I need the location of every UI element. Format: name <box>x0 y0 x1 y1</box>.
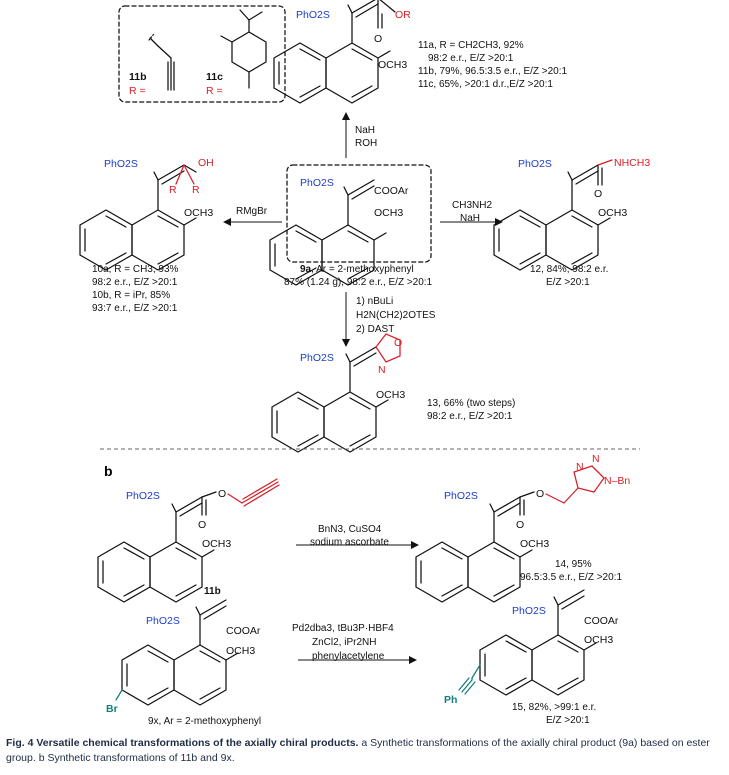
reagent-down-1: 1) nBuLi <box>356 296 393 307</box>
c10-line4: 93:7 e.r., E/Z >20:1 <box>92 303 178 314</box>
label-11c: 11c <box>206 71 223 83</box>
oxygen-label: O <box>374 33 382 45</box>
triazole-n2-label: N <box>592 453 600 465</box>
phenylsulfonyl-label: PhO2S <box>300 352 334 364</box>
bromo-label: Br <box>106 703 118 715</box>
c11b-id: 11b <box>204 586 221 597</box>
compound-10: PhO2S OH R R OCH3 10a, R = CH3, 93% 98:2… <box>80 157 214 314</box>
r-label: R <box>169 184 177 196</box>
methoxy-label: OCH3 <box>202 538 231 550</box>
caption-title: Fig. 4 Versatile chemical transformation… <box>6 737 359 749</box>
c9a-line2: 87% (1.24 g), 98:2 e.r., E/Z >20:1 <box>284 277 433 288</box>
c10-line2: 98:2 e.r., E/Z >20:1 <box>92 277 178 288</box>
methoxy-label: OCH3 <box>520 538 549 550</box>
svg-text:9a, Ar = 2-methoxyphenyl: 9a, Ar = 2-methoxyphenyl <box>300 264 414 275</box>
reagent-down-2: H2N(CH2)2OTES <box>356 310 436 321</box>
phenyl-label: Ph <box>444 694 457 706</box>
phenylsulfonyl-label: PhO2S <box>104 158 138 170</box>
label-11b: 11b <box>129 71 147 83</box>
c9a-id: 9a <box>300 264 312 275</box>
reagent-sono-3: phenylacetylene <box>312 651 385 662</box>
compound-14: PhO2S O O N N N–Bn OCH3 14, 95% 96.5:3.5… <box>416 453 630 602</box>
c11-line3: 11b, 79%, 96.5:3.5 e.r., E/Z >20:1 <box>418 66 568 77</box>
compound-9a: PhO2S COOAr OCH3 9a, Ar = 2-methoxypheny… <box>270 164 433 288</box>
reagent-right-1: CH3NH2 <box>452 200 492 211</box>
phenylsulfonyl-label: PhO2S <box>300 177 334 189</box>
nhch3-label: NHCH3 <box>614 157 650 169</box>
phenylsulfonyl-label: PhO2S <box>296 9 330 21</box>
cooar-label: COOAr <box>226 625 261 637</box>
reagent-click-2: sodium ascorbate <box>310 537 389 548</box>
c9x-line1: 9x, Ar = 2-methoxyphenyl <box>148 716 261 727</box>
methoxy-label: OCH3 <box>598 207 627 219</box>
oxazoline-n-label: N <box>378 364 386 376</box>
c13-line1: 13, 66% (two steps) <box>427 398 515 409</box>
panel-label-b: b <box>104 463 113 479</box>
c10-line1: 10a, R = CH3, 93% <box>92 264 179 275</box>
methoxy-label: OCH3 <box>184 207 213 219</box>
compound-13: PhO2S O N OCH3 13, 66% (two steps) 98:2 … <box>272 333 515 452</box>
phenylsulfonyl-label: PhO2S <box>512 605 546 617</box>
oxygen-label: O <box>516 519 524 531</box>
compound-11b: PhO2S O O OCH3 11b <box>98 478 280 602</box>
c11-line1: 11a, R = CH2CH3, 92% <box>418 40 524 51</box>
figure-caption: Fig. 4 Versatile chemical transformation… <box>6 736 722 766</box>
ester-o-label: O <box>218 488 226 500</box>
reagent-click-1: BnN3, CuSO4 <box>318 524 382 535</box>
c15-line1: 15, 82%, >99:1 e.r. <box>512 702 596 713</box>
phenylsulfonyl-label: PhO2S <box>126 490 160 502</box>
phenylsulfonyl-label: PhO2S <box>146 615 180 627</box>
c15-line2: E/Z >20:1 <box>546 715 590 726</box>
c14-line1: 14, 95% <box>555 559 592 570</box>
c12-line1: 12, 84%, 98:2 e.r. <box>530 264 608 275</box>
reagent-right-2: NaH <box>460 213 480 224</box>
compound-11: PhO2S OR O OCH3 11a, R = CH2CH3, 92% 98:… <box>274 0 568 103</box>
reagent-left: RMgBr <box>236 206 268 217</box>
methoxy-label: OCH3 <box>226 645 255 657</box>
oxygen-label: O <box>594 188 602 200</box>
compound-15: PhO2S COOAr OCH3 Ph 15, 82%, >99:1 e.r. … <box>444 590 619 726</box>
reagent-sono-1: Pd2dba3, tBu3P·HBF4 <box>292 623 394 634</box>
c14-line2: 96.5:3.5 e.r., E/Z >20:1 <box>520 572 622 583</box>
reagent-up-2: ROH <box>355 138 377 149</box>
caption-text: a Synthetic transformations of the axial… <box>6 737 710 764</box>
c11-line4: 11c, 65%, >20:1 d.r.,E/Z >20:1 <box>418 79 553 90</box>
methoxy-label: OCH3 <box>374 207 403 219</box>
methoxy-label: OCH3 <box>376 389 405 401</box>
r-eq-11c: R = <box>206 85 223 97</box>
compound-12: PhO2S NHCH3 O OCH3 12, 84%, 98:2 e.r. E/… <box>494 157 650 288</box>
oxazoline-o-label: O <box>394 337 402 349</box>
c9a-line1: , Ar = 2-methoxyphenyl <box>311 264 414 275</box>
c11-line2: 98:2 e.r., E/Z >20:1 <box>428 53 514 64</box>
phenylsulfonyl-label: PhO2S <box>518 158 552 170</box>
ester-or-label: OR <box>395 9 411 21</box>
c10-line3: 10b, R = iPr, 85% <box>92 290 170 301</box>
oh-label: OH <box>198 157 214 169</box>
triazole-nbn-label: N–Bn <box>604 475 630 487</box>
reagent-down-3: 2) DAST <box>356 324 394 335</box>
r-eq-11b: R = <box>129 85 146 97</box>
methoxy-label: OCH3 <box>584 634 613 646</box>
c12-line2: E/Z >20:1 <box>546 277 590 288</box>
reagent-up-1: NaH <box>355 125 375 136</box>
cooar-label: COOAr <box>584 615 619 627</box>
phenylsulfonyl-label: PhO2S <box>444 490 478 502</box>
compound-9x: PhO2S COOAr OCH3 Br 9x, Ar = 2-methoxyph… <box>106 600 261 727</box>
ester-o-label: O <box>536 488 544 500</box>
triazole-n1-label: N <box>576 461 584 473</box>
methoxy-label: OCH3 <box>378 59 407 71</box>
reagent-sono-2: ZnCl2, iPr2NH <box>312 637 376 648</box>
oxygen-label: O <box>198 519 206 531</box>
r-label: R <box>192 184 200 196</box>
cooar-label: COOAr <box>374 185 409 197</box>
substituent-box: 11b R = 11c R = <box>118 5 286 103</box>
c13-line2: 98:2 e.r., E/Z >20:1 <box>427 411 513 422</box>
